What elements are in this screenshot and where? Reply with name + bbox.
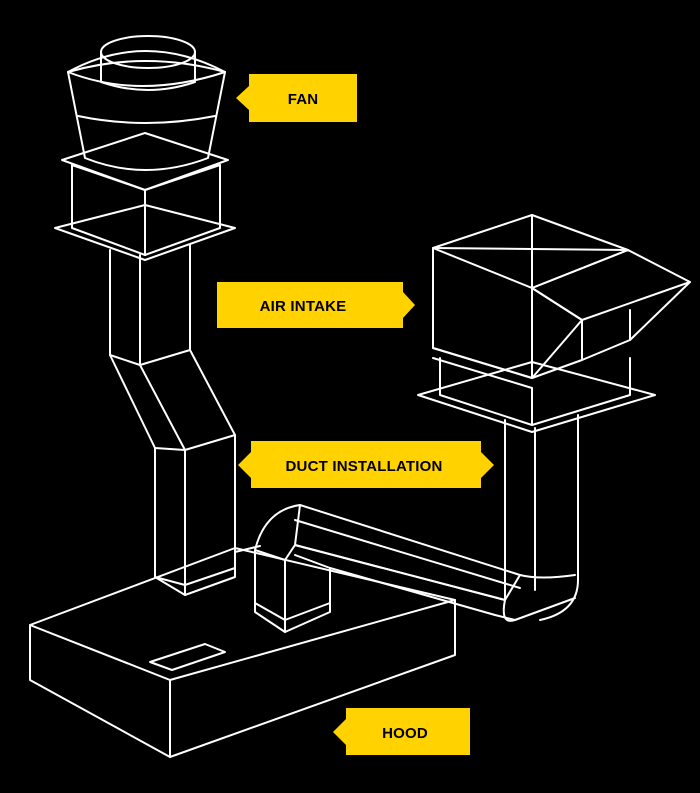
air-intake-drawing bbox=[417, 214, 691, 433]
horizontal-duct-drawing bbox=[254, 504, 576, 633]
air-intake-label-text: AIR INTAKE bbox=[260, 298, 347, 315]
hood-label-text: HOOD bbox=[382, 725, 428, 742]
hood-vent-slot bbox=[149, 643, 226, 671]
fan-label: FAN bbox=[236, 74, 357, 122]
fan-drawing bbox=[54, 35, 236, 261]
hood-drawing bbox=[29, 547, 456, 758]
right-duct-drawing bbox=[504, 414, 579, 621]
hood-label: HOOD bbox=[333, 708, 470, 755]
fan-label-text: FAN bbox=[288, 91, 319, 108]
duct-installation-label: DUCT INSTALLATION bbox=[238, 441, 494, 488]
left-duct-drawing bbox=[109, 244, 261, 596]
air-intake-label: AIR INTAKE bbox=[217, 282, 415, 328]
duct-installation-label-text: DUCT INSTALLATION bbox=[286, 458, 443, 475]
